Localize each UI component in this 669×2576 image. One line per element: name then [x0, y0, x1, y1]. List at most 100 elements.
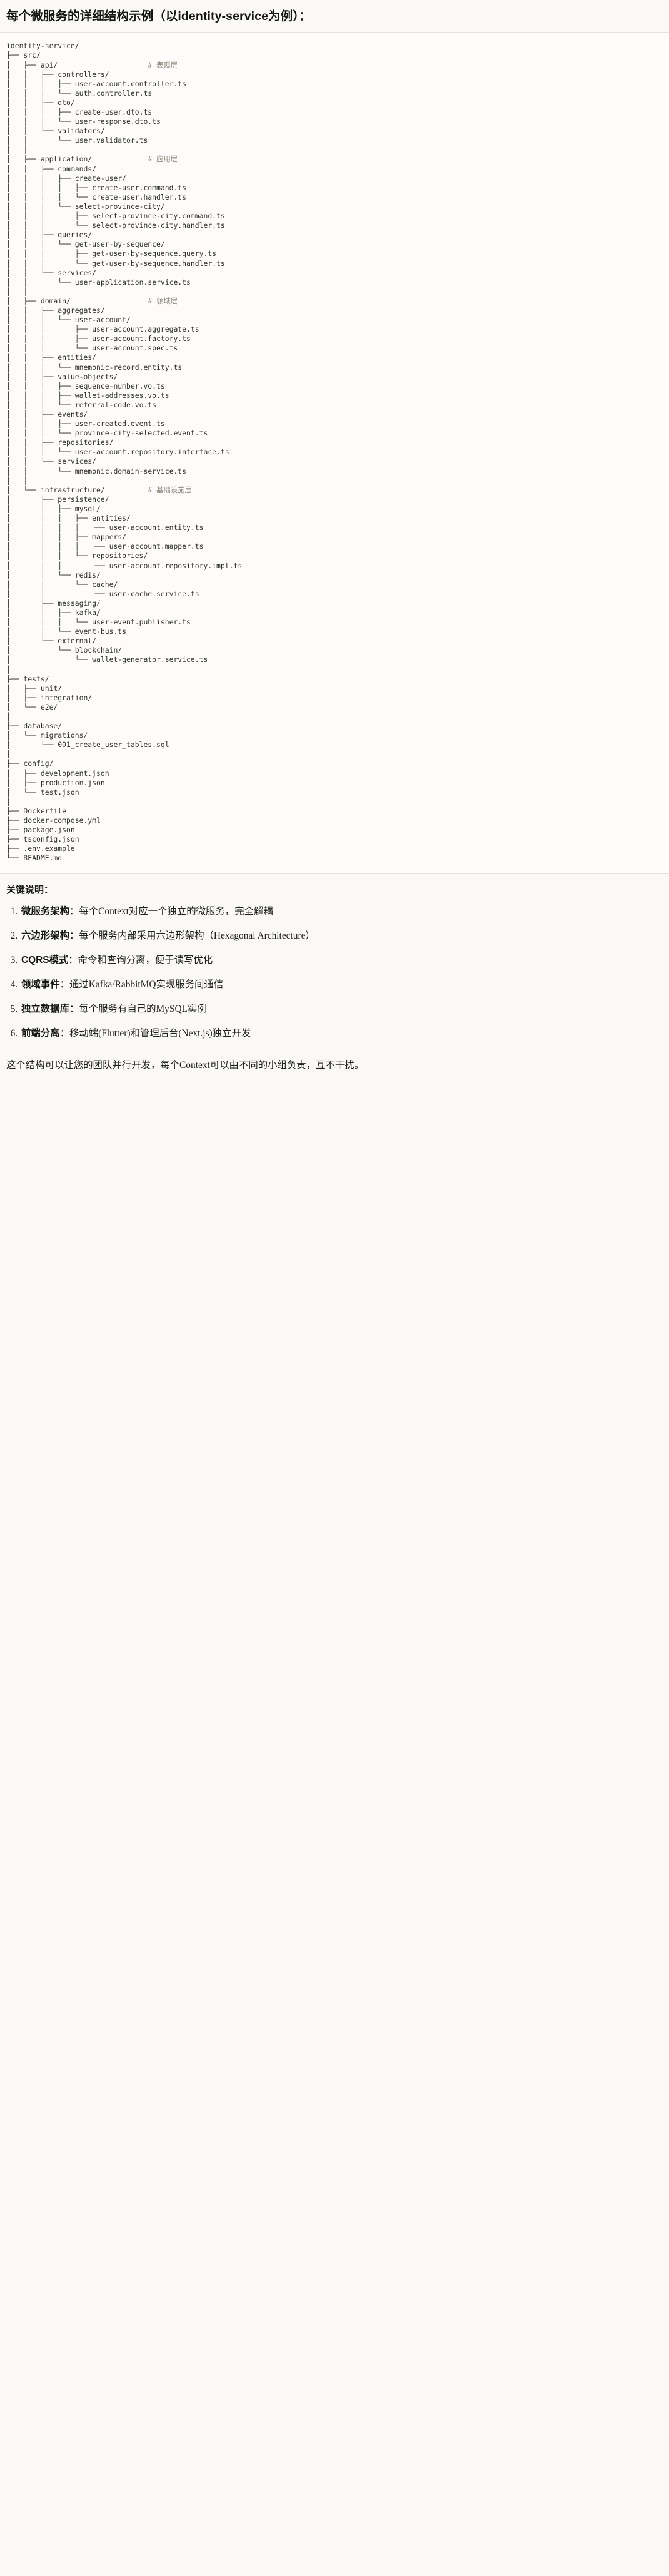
tree-line: ├── config/	[6, 759, 54, 768]
tree-line: │ │ ├── commands/	[6, 164, 97, 173]
key-point-separator: ：	[69, 930, 79, 941]
tree-line: │ │ └── redis/	[6, 570, 101, 579]
tree-line: │ │ ├── events/	[6, 410, 88, 419]
tree-line: │ │ │ ├── user-account.factory.ts	[6, 334, 191, 344]
tree-line: │ │ │ ├── user-account.aggregate.ts	[6, 325, 199, 334]
tree-line: │ │ │ └── select-province-city.handler.t…	[6, 221, 225, 230]
tree-divider	[0, 873, 669, 874]
tree-line: │ │ │ ├── user-account.controller.ts	[6, 79, 187, 88]
document-page: 每个微服务的详细结构示例（以identity-service为例）： ident…	[0, 0, 669, 1088]
tree-line: │ ├── integration/	[6, 693, 93, 702]
closing-paragraph: 这个结构可以让您的团队并行开发，每个Context可以由不同的小组负责，互不干扰…	[6, 1060, 365, 1071]
key-points-heading: 关键说明：	[6, 884, 54, 895]
tree-line: │ │ │ ├── wallet-addresses.vo.ts	[6, 390, 169, 400]
tree-line: │ │ │ └── referral-code.vo.ts	[6, 400, 157, 409]
tree-layer-comment: # 领域层	[148, 296, 178, 305]
key-point-description: 每个Context对应一个独立的微服务，完全解耦	[79, 905, 273, 917]
key-points-list: 微服务架构：每个Context对应一个独立的微服务，完全解耦六边形架构：每个服务…	[6, 904, 663, 1041]
tree-line: │ ├── production.json	[6, 778, 105, 787]
tree-layer-comment: # 应用层	[148, 155, 178, 164]
tree-line: │	[6, 750, 11, 759]
tree-line: │ │ │ └── user-account.repository.impl.t…	[6, 561, 243, 570]
tree-line: ├── package.json	[6, 825, 75, 835]
tree-line: │ │ ├── controllers/	[6, 69, 109, 79]
key-point-item: CQRS模式：命令和查询分离，便于读写优化	[20, 953, 663, 967]
key-point-term: 六边形架构	[21, 930, 69, 941]
key-point-separator: ：	[69, 905, 79, 917]
tree-line: │ │ │ ├── user-created.event.ts	[6, 419, 165, 429]
key-point-term: 前端分离	[21, 1028, 60, 1039]
key-point-description: 命令和查询分离，便于读写优化	[78, 954, 213, 965]
key-points-section: 关键说明： 微服务架构：每个Context对应一个独立的微服务，完全解耦六边形架…	[0, 874, 669, 1047]
tree-line: │ ├── domain/	[6, 296, 148, 305]
tree-line: │ │ │ └── select-province-city/	[6, 201, 165, 211]
tree-line: │ ├── unit/	[6, 683, 63, 693]
tree-line: │ │ │ └── get-user-by-sequence/	[6, 240, 165, 249]
key-point-item: 前端分离：移动端(Flutter)和管理后台(Next.js)独立开发	[20, 1026, 663, 1041]
tree-line: │ │ ├── dto/	[6, 98, 75, 107]
tree-line: │ └── migrations/	[6, 731, 88, 740]
key-point-description: 通过Kafka/RabbitMQ实现服务间通信	[69, 979, 224, 990]
tree-layer-comment: # 基础设施层	[148, 485, 192, 494]
tree-line: │ │ │ │ └── create-user.handler.ts	[6, 192, 187, 201]
tree-line: │ │	[6, 287, 28, 296]
key-point-item: 独立数据库：每个服务有自己的MySQL实例	[20, 1002, 663, 1016]
key-point-separator: ：	[59, 979, 69, 990]
key-point-term: 独立数据库	[21, 1004, 69, 1015]
tree-line: │ │ │ ├── sequence-number.vo.ts	[6, 381, 165, 390]
key-point-separator: ：	[69, 1004, 79, 1015]
tree-line: ├── tsconfig.json	[6, 835, 79, 844]
key-point-term: 微服务架构	[21, 905, 69, 917]
tree-line: │ │ └── user-cache.service.ts	[6, 589, 199, 598]
tree-line: │ ├── application/	[6, 155, 148, 164]
tree-line: │ │ ├── queries/	[6, 230, 93, 240]
tree-line: │ │ ├── value-objects/	[6, 372, 118, 381]
key-point-description: 每个服务内部采用六边形架构（Hexagonal Architecture）	[79, 930, 315, 941]
tree-line: │ │	[6, 145, 28, 155]
tree-line: │ │ ├── repositories/	[6, 438, 114, 447]
tree-line: │ └── external/	[6, 636, 97, 646]
tree-line: │ ├── persistence/	[6, 494, 109, 504]
tree-line: │ │ │ │ ├── create-user.command.ts	[6, 183, 187, 192]
tree-line: ├── tests/	[6, 674, 49, 683]
tree-line: │ │ │ ├── create-user/	[6, 173, 127, 183]
tree-line: identity-service/	[6, 41, 79, 51]
tree-line: │ │ │ └── repositories/	[6, 551, 148, 561]
directory-tree-block: identity-service/ ├── src/ │ ├── api/ # …	[0, 33, 669, 873]
tree-line: ├── .env.example	[6, 844, 75, 853]
page-title: 每个微服务的详细结构示例（以identity-service为例）：	[6, 9, 311, 23]
tree-line: │ │ │ ├── get-user-by-sequence.query.ts	[6, 249, 217, 258]
directory-tree-text: identity-service/ ├── src/ │ ├── api/ # …	[6, 41, 663, 863]
key-point-item: 六边形架构：每个服务内部采用六边形架构（Hexagonal Architectu…	[20, 929, 663, 943]
tree-line: │ │ └── cache/	[6, 579, 118, 589]
key-point-term: 领域事件	[21, 979, 60, 990]
title-divider	[0, 32, 669, 33]
tree-line: │ │ └── mnemonic.domain-service.ts	[6, 466, 187, 476]
tree-line: ├── database/	[6, 721, 63, 731]
tree-line: │	[6, 712, 11, 721]
key-point-description: 每个服务有自己的MySQL实例	[79, 1004, 207, 1015]
tree-line: │ │ │ ├── create-user.dto.ts	[6, 108, 153, 116]
key-point-description: 移动端(Flutter)和管理后台(Next.js)独立开发	[69, 1028, 251, 1039]
tree-line: │ └── wallet-generator.service.ts	[6, 655, 208, 664]
tree-line: │ │ └── services/	[6, 268, 97, 277]
tree-line: │ └── blockchain/	[6, 646, 123, 655]
tree-line: │ └── infrastructure/	[6, 485, 148, 494]
tree-line: │	[6, 797, 11, 806]
tree-line: │ ├── development.json	[6, 768, 109, 778]
tree-line: │ │ │ └── user-account/	[6, 315, 131, 325]
key-point-separator: ：	[59, 1028, 69, 1039]
tree-line: │ │ │ ├── mappers/	[6, 532, 127, 542]
tree-line: │ │ └── services/	[6, 457, 97, 466]
tree-line: │ │ │ └── user-account.spec.ts	[6, 344, 178, 353]
tree-line: │ │ │ ├── entities/	[6, 514, 131, 523]
tree-line: │ │ └── event-bus.ts	[6, 627, 127, 636]
key-point-item: 领域事件：通过Kafka/RabbitMQ实现服务间通信	[20, 977, 663, 992]
tree-line: │ │ │ │ └── user-account.entity.ts	[6, 523, 204, 532]
tree-line: │ │ ├── mysql/	[6, 504, 101, 513]
tree-line: │ ├── messaging/	[6, 598, 101, 608]
tree-line: │ │ │ └── province-city-selected.event.t…	[6, 429, 208, 438]
key-point-item: 微服务架构：每个Context对应一个独立的微服务，完全解耦	[20, 904, 663, 919]
tree-line: ├── src/	[6, 51, 41, 60]
tree-line: │ │ └── user.validator.ts	[6, 136, 148, 145]
